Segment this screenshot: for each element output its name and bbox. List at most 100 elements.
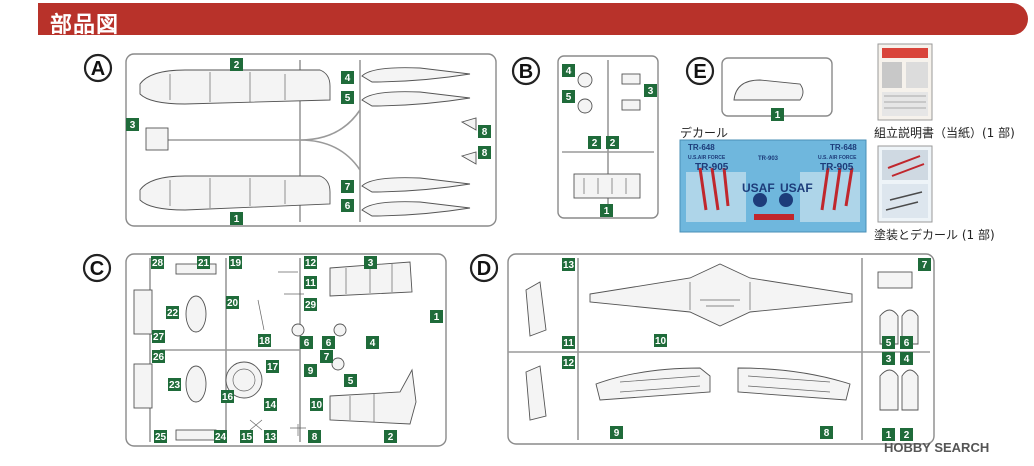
svg-text:2: 2 (234, 60, 240, 71)
decal-text: USAF (780, 181, 813, 195)
part-number-tag: 19 (229, 256, 242, 269)
svg-text:4: 4 (566, 66, 572, 77)
svg-text:D: D (477, 258, 491, 280)
box-art-thumbnail (877, 145, 933, 223)
decal-text: TR-903 (758, 156, 779, 162)
part-number-tag: 22 (166, 306, 179, 319)
part-number-tag: 1 (882, 428, 895, 441)
svg-text:12: 12 (563, 358, 575, 369)
svg-text:3: 3 (648, 86, 654, 97)
part-number-tag: 15 (240, 430, 253, 443)
decal-text: U.S. AIR FORCE (818, 155, 857, 161)
svg-text:16: 16 (222, 392, 234, 403)
svg-text:4: 4 (904, 354, 910, 365)
section-header-bar: 部品図 (38, 3, 1028, 38)
part-number-tag: 4 (562, 64, 575, 77)
section-title: 部品図 (50, 13, 120, 38)
decal-text: U.S.AIR FORCE (688, 155, 726, 161)
svg-text:8: 8 (482, 148, 488, 159)
svg-text:2: 2 (610, 138, 616, 149)
part-number-tag: 4 (366, 336, 379, 349)
svg-text:3: 3 (368, 258, 374, 269)
decal-text: TR-648 (830, 143, 857, 152)
svg-text:6: 6 (326, 338, 332, 349)
part-number-tag: 2 (900, 428, 913, 441)
svg-text:13: 13 (563, 260, 575, 271)
instructions-thumbnail (877, 43, 933, 121)
sprue-b: B 4 3 5 2 2 1 (511, 55, 659, 219)
part-number-tag: 5 (341, 91, 354, 104)
part-number-tag: 1 (600, 204, 613, 217)
decal-text: TR-905 (820, 162, 854, 173)
part-number-tag: 9 (610, 426, 623, 439)
svg-text:18: 18 (259, 336, 271, 347)
sprue-letter-c: C (82, 253, 112, 283)
sprue-letter-a: A (83, 53, 113, 83)
svg-text:2: 2 (904, 430, 910, 441)
sprue-letter-b: B (511, 56, 541, 86)
part-number-tag: 6 (341, 199, 354, 212)
decal-label: デカール (680, 126, 729, 140)
fuselage-upper (139, 69, 331, 105)
svg-text:1: 1 (886, 430, 892, 441)
fuselage-lower (139, 175, 331, 211)
svg-text:17: 17 (267, 362, 279, 373)
part-number-tag: 6 (322, 336, 335, 349)
svg-text:8: 8 (312, 432, 318, 443)
svg-text:21: 21 (198, 258, 210, 269)
svg-text:6: 6 (304, 338, 310, 349)
part-number-tag: 28 (151, 256, 164, 269)
part-number-tag: 20 (226, 296, 239, 309)
part-number-tag: 6 (900, 336, 913, 349)
part-number-tag: 1 (771, 108, 784, 121)
part-number-tag: 8 (478, 146, 491, 159)
svg-text:5: 5 (886, 338, 892, 349)
part-number-tag: 29 (304, 298, 317, 311)
decal-text: TR-648 (688, 143, 715, 152)
svg-text:8: 8 (482, 127, 488, 138)
svg-text:11: 11 (563, 338, 574, 349)
part-number-tag: 25 (154, 430, 167, 443)
part-number-tag: 7 (341, 180, 354, 193)
svg-text:B: B (519, 61, 533, 83)
part-number-tag: 21 (197, 256, 210, 269)
svg-text:29: 29 (305, 300, 317, 311)
sprue-d: D 13 7 10 5 6 3 4 11 12 9 8 1 2 (469, 253, 935, 445)
part-number-tag: 26 (152, 350, 165, 363)
svg-text:7: 7 (922, 260, 928, 271)
svg-text:14: 14 (265, 400, 277, 411)
part-number-tag: 8 (820, 426, 833, 439)
part-number-tag: 2 (230, 58, 243, 71)
part-number-tag: 4 (900, 352, 913, 365)
svg-text:4: 4 (345, 73, 351, 84)
instructions-label: 組立説明書（当紙）(1 部) (874, 126, 1015, 140)
part-number-tag: 23 (168, 378, 181, 391)
decal-text: USAF (742, 181, 775, 195)
svg-text:5: 5 (345, 93, 351, 104)
svg-text:23: 23 (169, 380, 181, 391)
svg-text:6: 6 (345, 201, 351, 212)
part-number-tag: 10 (310, 398, 323, 411)
svg-text:1: 1 (234, 214, 240, 225)
svg-text:9: 9 (614, 428, 620, 439)
svg-text:3: 3 (130, 120, 136, 131)
svg-text:27: 27 (153, 332, 165, 343)
part-number-tag: 5 (882, 336, 895, 349)
svg-text:2: 2 (388, 432, 394, 443)
sprue-c: C 28 21 19 12 3 11 29 22 20 1 18 27 26 6 (82, 253, 447, 447)
center-wing (589, 263, 853, 327)
part-number-tag: 1 (430, 310, 443, 323)
svg-text:11: 11 (305, 278, 316, 289)
svg-text:4: 4 (370, 338, 376, 349)
svg-text:1: 1 (604, 206, 610, 217)
svg-text:10: 10 (655, 336, 667, 347)
tip-tanks (361, 67, 471, 217)
svg-text:7: 7 (345, 182, 351, 193)
svg-text:9: 9 (308, 366, 314, 377)
part-number-tag: 8 (308, 430, 321, 443)
part-number-tag: 2 (606, 136, 619, 149)
part-number-tag: 13 (264, 430, 277, 443)
part-number-tag: 13 (562, 258, 575, 271)
svg-text:C: C (90, 258, 104, 280)
